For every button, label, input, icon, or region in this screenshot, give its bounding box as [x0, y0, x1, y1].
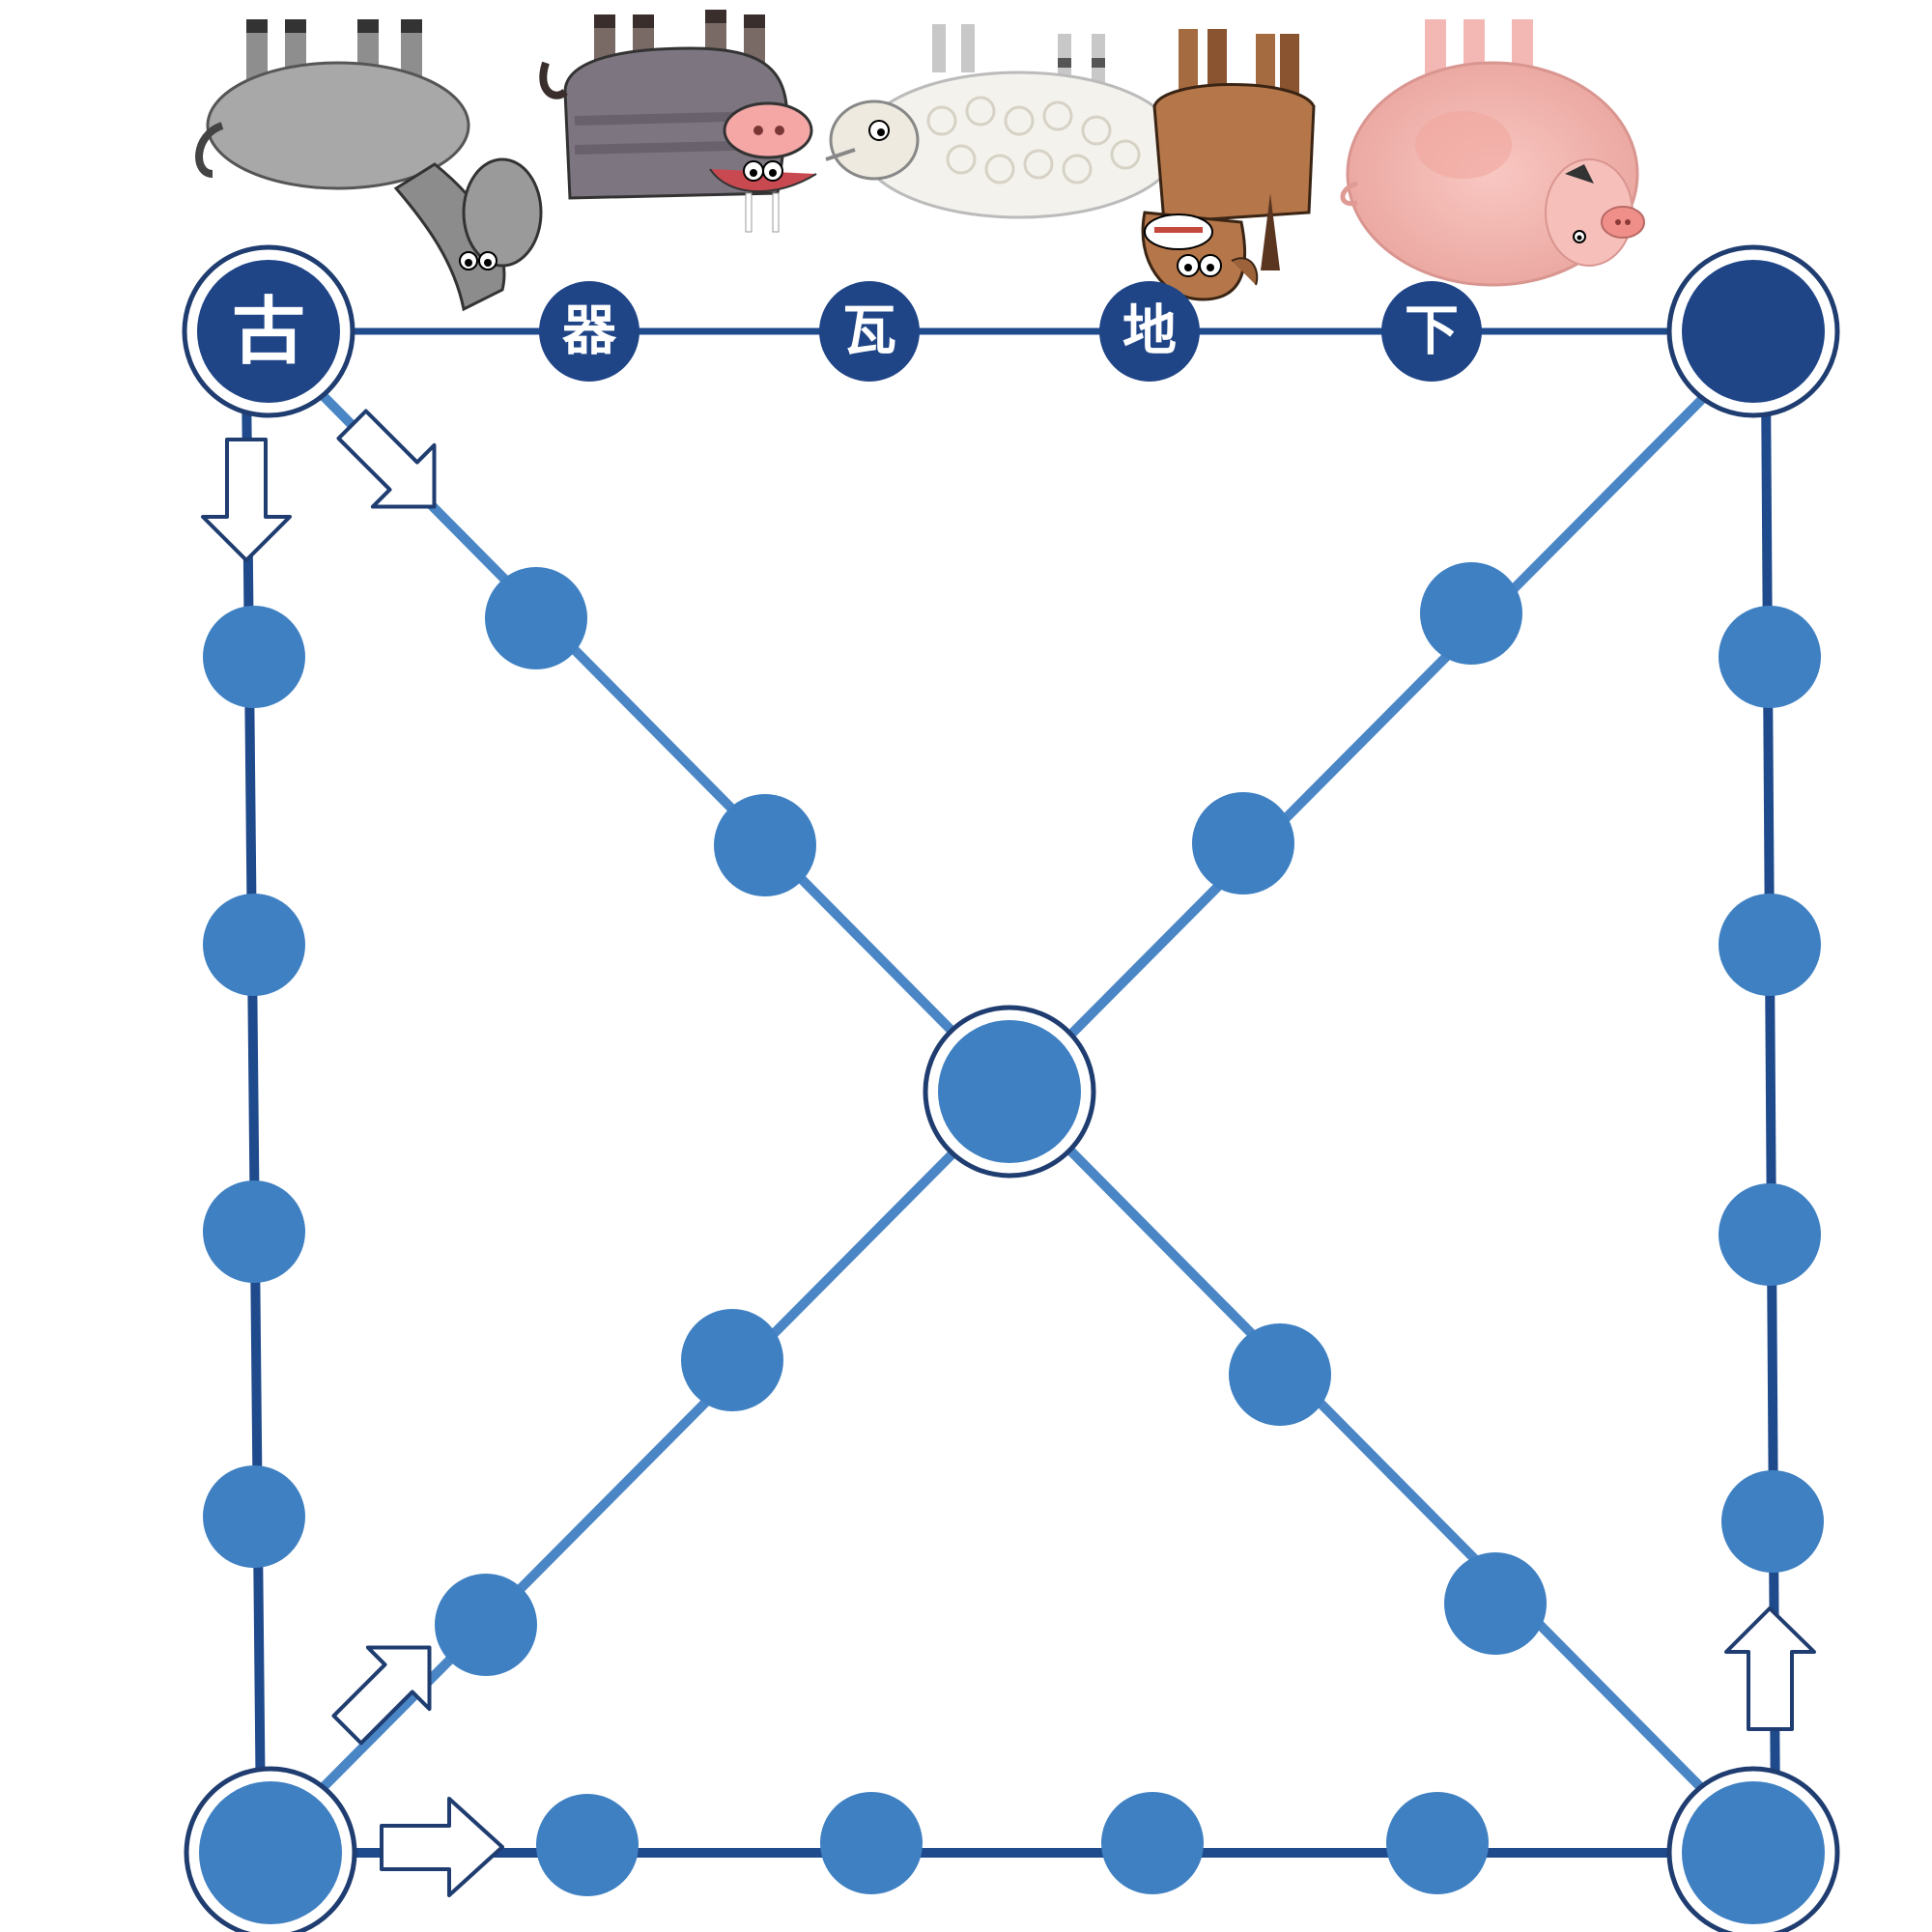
top-label-node-3[interactable]: 地	[1099, 281, 1200, 382]
arrow-up-right-edge[interactable]	[1724, 1606, 1816, 1731]
pig-icon[interactable]	[1340, 19, 1645, 287]
arrow-right-bottom-edge[interactable]	[380, 1797, 504, 1897]
top-label-node-2[interactable]: 瓦	[819, 281, 920, 382]
left-edge-node-3[interactable]	[203, 1180, 305, 1283]
diagonal-node-tr-2[interactable]	[1192, 792, 1294, 895]
corner-bottom-left[interactable]	[184, 1766, 357, 1932]
arrow-diagonal-from-bottom-left[interactable]	[317, 1617, 460, 1760]
bottom-edge-node-2[interactable]	[820, 1792, 923, 1894]
top-label-text-2: 瓦	[842, 300, 896, 363]
bottom-edge-node-1[interactable]	[536, 1794, 639, 1896]
diagonal-node-tr-1[interactable]	[1420, 562, 1522, 665]
diagonal-node-bl-2[interactable]	[435, 1574, 537, 1676]
top-label-text-4: 下	[1405, 300, 1459, 363]
arrow-down-left-edge[interactable]	[201, 438, 292, 562]
right-edge-node-1[interactable]	[1719, 606, 1821, 708]
left-edge-node-2[interactable]	[203, 894, 305, 996]
animal-row	[195, 10, 1645, 312]
corner-top-left[interactable]: 古	[182, 244, 355, 418]
corner-top-right[interactable]	[1666, 244, 1840, 418]
board-nodes	[203, 562, 1824, 1896]
top-label-node-4[interactable]: 下	[1381, 281, 1482, 382]
left-edge-node-4[interactable]	[203, 1465, 305, 1568]
top-label-row: 器 瓦 地 下	[539, 281, 1482, 382]
donkey-icon[interactable]	[195, 19, 543, 312]
corner-start-label: 古	[232, 289, 305, 375]
top-label-node-1[interactable]: 器	[539, 281, 639, 382]
direction-arrows	[201, 394, 1816, 1897]
corner-bottom-right[interactable]	[1666, 1766, 1840, 1932]
center-node[interactable]	[923, 1005, 1096, 1179]
right-edge-node-4[interactable]	[1721, 1470, 1824, 1573]
arrow-diagonal-from-top-left[interactable]	[322, 394, 465, 537]
left-edge-node-1[interactable]	[203, 606, 305, 708]
diagonal-node-tl-2[interactable]	[714, 794, 816, 896]
top-label-text-1: 器	[562, 300, 617, 363]
right-edge-node-3[interactable]	[1719, 1183, 1821, 1286]
diagonal-node-bl-1[interactable]	[681, 1309, 783, 1411]
diagonal-node-br-1[interactable]	[1229, 1323, 1331, 1426]
diagonal-node-tl-1[interactable]	[485, 567, 587, 669]
left-edge-line	[242, 376, 266, 1827]
right-edge-node-2[interactable]	[1719, 894, 1821, 996]
buffalo-icon[interactable]	[539, 10, 817, 233]
bottom-edge-node-3[interactable]	[1101, 1792, 1204, 1894]
top-label-text-3: 地	[1122, 300, 1177, 363]
horse-icon[interactable]	[1141, 29, 1316, 301]
bottom-edge-node-4[interactable]	[1386, 1792, 1489, 1894]
diagonal-node-br-2[interactable]	[1444, 1552, 1547, 1655]
sheep-icon[interactable]	[825, 24, 1180, 219]
